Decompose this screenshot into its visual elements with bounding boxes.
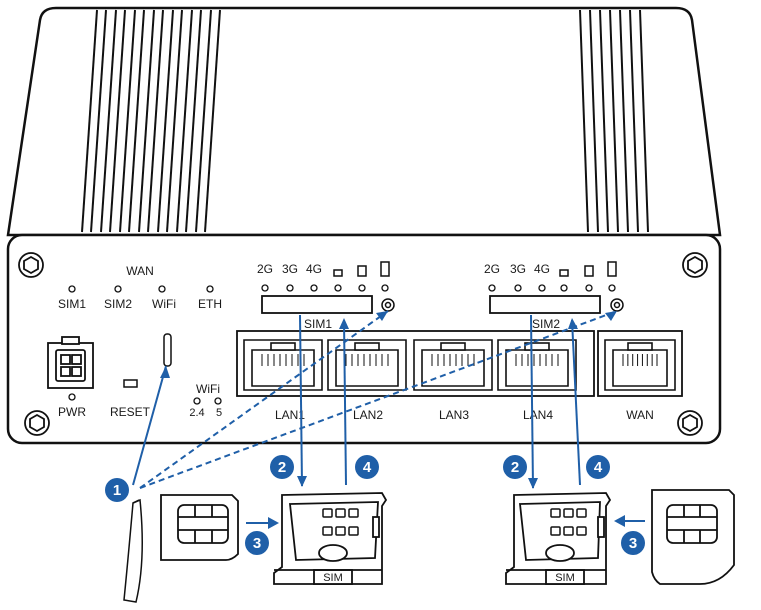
sim-tray-left-label: SIM <box>323 572 343 584</box>
screw-bottom-left <box>24 410 50 436</box>
signal2-2g-label: 2G <box>484 262 500 276</box>
sim2-eject-hole[interactable] <box>610 298 624 312</box>
sim-card-right <box>651 489 735 585</box>
sim-tray-left <box>273 492 388 585</box>
svg-text:2: 2 <box>278 459 286 476</box>
reset-label: RESET <box>110 405 151 419</box>
led-label-eth: ETH <box>198 297 222 311</box>
svg-text:4: 4 <box>594 459 603 476</box>
svg-text:3: 3 <box>629 535 637 552</box>
heatsink-fins-left <box>81 9 221 233</box>
screw-top-left <box>18 252 44 278</box>
sim2-slot-label: SIM2 <box>532 317 560 331</box>
step-badge-2-left: 2 <box>270 455 294 479</box>
led-label-wifi: WiFi <box>152 297 176 311</box>
led-label-sim1: SIM1 <box>58 297 86 311</box>
svg-text:4: 4 <box>363 459 372 476</box>
port-lan2[interactable] <box>327 339 407 391</box>
wifi-5-led <box>214 397 222 405</box>
svg-text:2: 2 <box>511 459 519 476</box>
svg-text:1: 1 <box>113 482 121 499</box>
eth-led <box>206 285 214 293</box>
sim1-slot[interactable] <box>261 295 373 314</box>
sim2-slot[interactable] <box>489 295 601 314</box>
step-badge-3-left: 3 <box>245 531 269 555</box>
router-top-body <box>6 6 722 237</box>
pwr-led <box>68 393 76 401</box>
signal2-3g-label: 3G <box>510 262 526 276</box>
led-label-sim2: SIM2 <box>104 297 132 311</box>
port-label-lan2: LAN2 <box>353 408 383 422</box>
signal2-4g-label: 4G <box>534 262 550 276</box>
step-badge-3-right: 3 <box>621 531 645 555</box>
signal1-3g-label: 3G <box>282 262 298 276</box>
sim1-slot-label: SIM1 <box>304 317 332 331</box>
reset-button[interactable] <box>123 379 138 388</box>
wifi-24-led <box>193 397 201 405</box>
step-badge-1: 1 <box>105 478 129 502</box>
pwr-label: PWR <box>58 405 86 419</box>
callout-lines <box>132 310 645 524</box>
port-lan3[interactable] <box>413 339 493 391</box>
signal1-bars <box>333 261 390 277</box>
step-badge-4-right: 4 <box>586 455 610 479</box>
step-badge-4-left: 4 <box>355 455 379 479</box>
port-lan4[interactable] <box>497 339 577 391</box>
arrow-heads <box>160 311 625 529</box>
port-lan1[interactable] <box>243 339 323 391</box>
heatsink-fins-right <box>579 9 649 233</box>
wifi-led <box>158 285 166 293</box>
sim-tray-right <box>505 492 612 585</box>
screw-bottom-right <box>677 410 703 436</box>
wifi-band-5-label: 5 <box>216 407 222 419</box>
power-connector <box>47 336 94 389</box>
wifi-band-group-label: WiFi <box>196 382 220 396</box>
port-label-lan3: LAN3 <box>439 408 469 422</box>
port-label-wan: WAN <box>626 408 654 422</box>
signal1-4g-label: 4G <box>306 262 322 276</box>
step-badge-2-right: 2 <box>503 455 527 479</box>
svg-text:3: 3 <box>253 535 261 552</box>
sim1-eject-hole[interactable] <box>381 298 395 312</box>
wan-group-label: WAN <box>126 264 154 278</box>
sim1-led <box>68 285 76 293</box>
sim2-led <box>114 285 122 293</box>
eject-tool <box>123 498 143 603</box>
signal1-leds <box>261 284 389 292</box>
signal2-leds <box>488 284 616 292</box>
screw-top-right <box>682 252 708 278</box>
signal1-2g-label: 2G <box>257 262 273 276</box>
port-label-lan4: LAN4 <box>523 408 553 422</box>
sim-tray-right-label: SIM <box>555 572 575 584</box>
wifi-band-24-label: 2.4 <box>189 407 204 419</box>
sim-card-left <box>160 494 239 561</box>
signal2-bars <box>559 261 617 277</box>
port-label-lan1: LAN1 <box>275 408 305 422</box>
side-slot <box>163 333 172 367</box>
port-wan[interactable] <box>604 339 676 391</box>
